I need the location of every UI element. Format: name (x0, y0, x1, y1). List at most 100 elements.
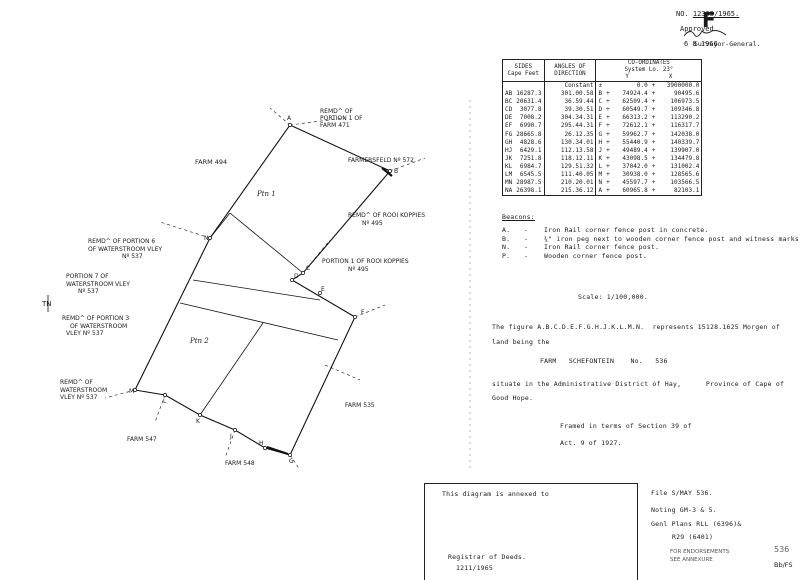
surveyor-general-label: Surveyor-General. (694, 40, 761, 48)
cell-side: NA (502, 187, 515, 197)
cell-y: 59962.7 (622, 130, 648, 138)
beacon-text: ¾" iron peg next to wooden corner fence … (544, 234, 800, 243)
endorsement-stamp-2: SEE ANNEXURE (670, 557, 713, 563)
endorsement-stamp-1: FOR ENDORSEMENTS (670, 549, 730, 555)
cell-pt: F (598, 122, 603, 130)
north-label: TN (42, 300, 52, 308)
beacon-text: Iron Rail corner fence post in concrete. (544, 226, 709, 234)
label-farmersfeld: FARMERSFELD Nº 572 (348, 157, 414, 164)
cell-y: 72612.1 (622, 122, 648, 130)
subdivision-line (179, 302, 339, 341)
beacon-label-l: L (163, 398, 167, 405)
cell-x: 109346.8 (657, 106, 703, 115)
beacon-label-n: N (204, 235, 209, 242)
beacons-list: A. - Iron Rail corner fence post in concre… (502, 226, 800, 260)
cell-y-sign: + (606, 162, 610, 170)
beacon-key: B. (502, 234, 511, 243)
cell-length: 26398.1 (514, 187, 545, 197)
annex-box (424, 483, 638, 580)
cell-pt: H (598, 138, 603, 146)
diagram-number: NO. 12365/1965. (676, 10, 740, 18)
beacon-dash: - (524, 243, 529, 251)
cell-y-sign: + (606, 138, 610, 146)
cell-x: 128565.6 (657, 171, 703, 180)
cell-length: 20631.4 (514, 98, 545, 107)
boundary-hatch (266, 446, 289, 455)
file-reference: File S/MAY 536. (651, 489, 713, 497)
beacon-item: N.-Iron Rail corner fence post. (502, 243, 800, 252)
cell-side: LM (502, 171, 515, 180)
cell-x-sign: + (651, 154, 656, 162)
cell-angle: 39.30.51 (544, 106, 597, 115)
beacon-dash: - (524, 251, 529, 260)
general-plans-b: R29 (6401) (672, 533, 714, 541)
cell-pt: A (595, 187, 605, 197)
cell-y: 43098.5 (622, 154, 648, 162)
cell-y-sign: + (606, 90, 610, 98)
cell-x: 82103.1 (657, 187, 703, 197)
cell-y: 60965.8 (611, 187, 650, 197)
beacon-label-a: A (287, 115, 292, 122)
cell-angle: 36.59.44 (544, 98, 597, 107)
description-district: situate in the Administrative District o… (492, 380, 785, 388)
beacon-markers (133, 123, 392, 457)
cell-y-sign: + (606, 106, 610, 114)
cell-side: HJ (502, 146, 515, 155)
cell-x-sign: + (651, 171, 656, 179)
beacon-dash: - (524, 226, 529, 234)
description-farm: FARM SCHEFONTEIN No. 536 (540, 357, 668, 365)
beacon-label-g: G (289, 458, 294, 465)
label-farm535: FARM 535 (345, 402, 375, 409)
cell-angle: 295.44.31 (544, 122, 597, 131)
label-farm494: FARM 494 (195, 158, 228, 166)
cell-x: 142038.0 (657, 130, 703, 139)
cell-side: AB (502, 90, 515, 99)
cell-y: 62509.4 (622, 98, 648, 106)
annexed-text: This diagram is annexed to (442, 490, 549, 498)
cell-x-sign: + (651, 90, 656, 98)
cell-angle: 210.20.01 (544, 179, 597, 188)
approved-label: Approved. (680, 25, 718, 33)
approved-date: 6 8 1966 (684, 40, 718, 48)
beacon-key: A. (502, 226, 511, 234)
cell-y: 66313.2 (622, 114, 648, 122)
cell-y: 55440.9 (622, 138, 648, 146)
cell-x: 90495.6 (657, 90, 703, 99)
cell-side: EF (502, 122, 515, 131)
cell-pt: N (598, 179, 603, 187)
beacon-label-h: H (259, 440, 264, 447)
beacon-label-j: J (230, 433, 232, 440)
cell-angle: 118.12.11 (544, 154, 597, 163)
beacon-label-k: K (196, 418, 200, 425)
sheet-letter: F (702, 8, 716, 32)
cell-length: 28987.5 (514, 179, 545, 188)
subdivision-line (209, 212, 231, 239)
cell-x-sign: + (651, 130, 656, 138)
cell-x-sign: + (651, 122, 656, 130)
cell-side: CD (502, 106, 515, 115)
cell-angle: 26.12.35 (544, 130, 597, 139)
description-good-hope: Good Hope. (492, 394, 534, 402)
cell-length: 6429.1 (514, 146, 545, 155)
cell-x-sign: + (651, 179, 656, 187)
cell-x-sign: + (651, 146, 656, 154)
general-plans-a: Genl Plans RLL (6396)& (651, 520, 742, 528)
noting-reference: Noting GM-3 & 5. (651, 506, 717, 514)
beacon-label-d: D (294, 273, 299, 280)
table-row-constant: Constant ± 0.0 + 3900000.0 (502, 81, 703, 91)
cell-x-sign: + (651, 162, 656, 170)
